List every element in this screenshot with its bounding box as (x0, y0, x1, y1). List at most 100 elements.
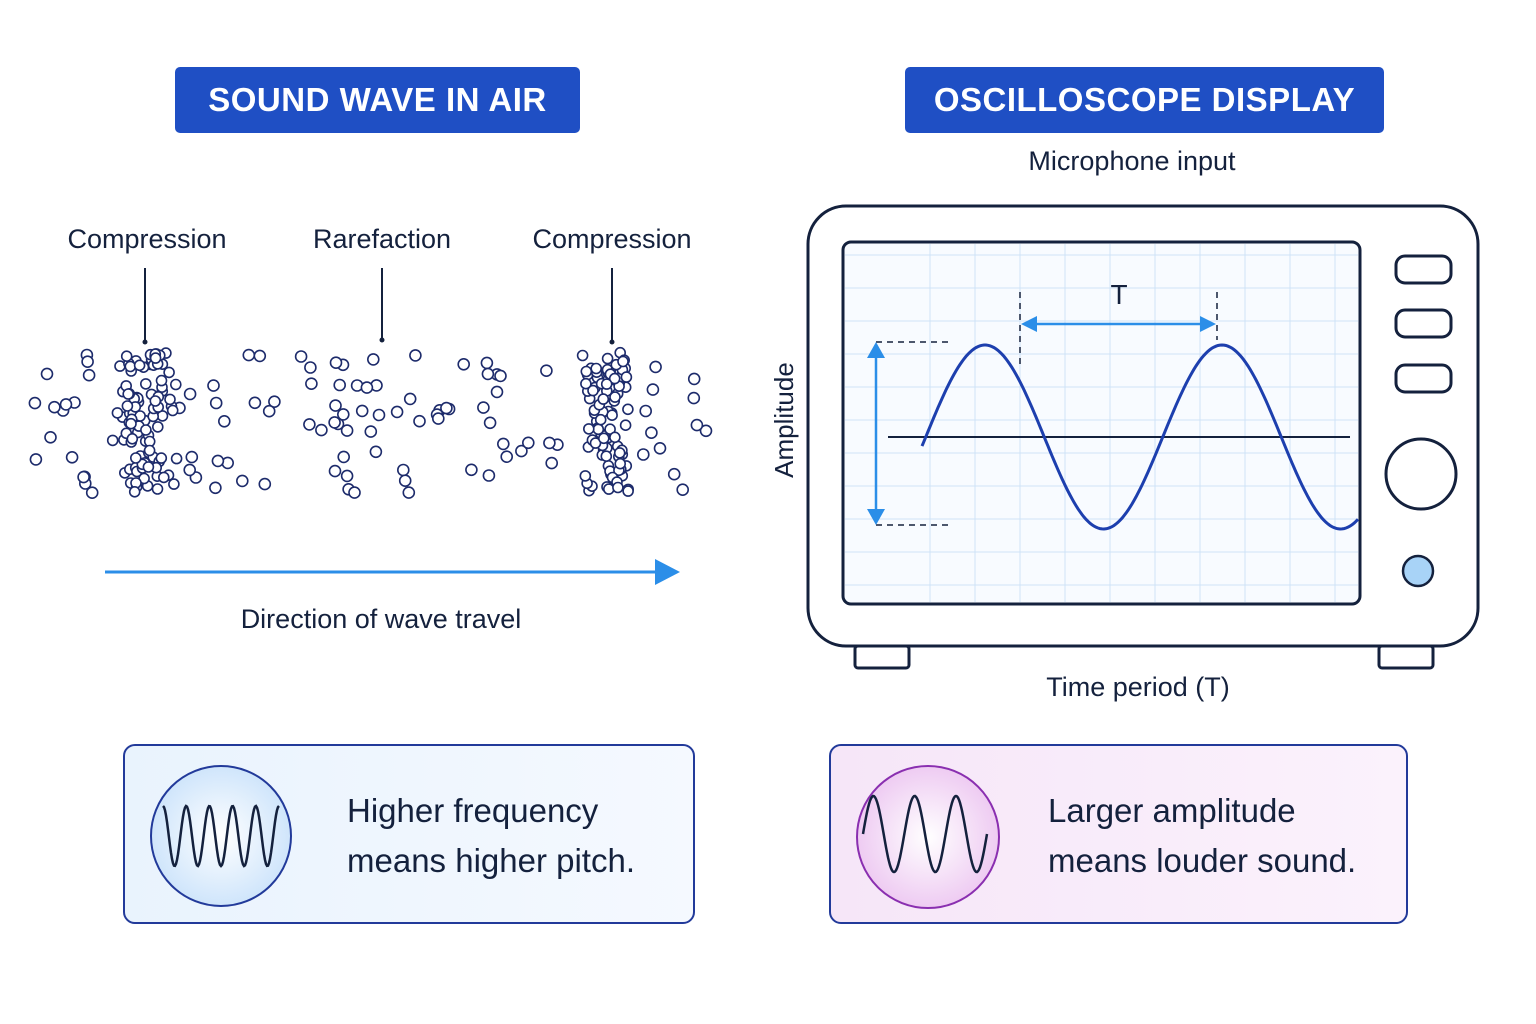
air-particle (336, 408, 350, 421)
air-particle (268, 395, 281, 409)
control-button-1[interactable] (1394, 254, 1453, 285)
compression-label-2: Compression (532, 224, 692, 254)
air-particle (403, 392, 417, 406)
air-particle (29, 453, 43, 466)
air-particle (431, 412, 445, 425)
air-particle (396, 463, 410, 477)
air-particle (687, 391, 701, 405)
air-particle (355, 404, 369, 418)
air-particle (366, 353, 380, 366)
air-particle (149, 352, 162, 364)
air-particle (253, 349, 267, 363)
air-particle (369, 445, 383, 459)
air-particle (329, 399, 342, 412)
air-particle (592, 423, 605, 436)
air-particle (597, 393, 610, 405)
air-particle (149, 395, 162, 407)
air-particle (258, 477, 272, 491)
air-particle (242, 348, 256, 362)
control-button-3[interactable] (1394, 363, 1453, 394)
air-particle (303, 418, 316, 431)
air-particle (589, 437, 602, 449)
air-particle (653, 441, 667, 455)
control-button-2[interactable] (1394, 308, 1453, 339)
air-particle (28, 396, 42, 410)
air-particle (521, 436, 535, 450)
air-particle (133, 359, 146, 372)
air-particle (158, 471, 170, 484)
amplitude-arrow-up (867, 342, 885, 358)
air-particle (262, 404, 276, 418)
air-particle (166, 404, 179, 417)
air-particle (168, 478, 180, 490)
air-particle (690, 418, 704, 432)
period-marker-label: T (1110, 279, 1127, 310)
amplitude-card-text: Larger amplitude means louder sound. (1048, 786, 1356, 886)
frequency-card-line-1: Higher frequency (347, 792, 599, 829)
period-arrow-left (1021, 316, 1037, 332)
air-particle (170, 378, 182, 391)
air-particle (170, 452, 183, 465)
air-particle (121, 400, 134, 412)
air-particle (152, 421, 164, 433)
large-amplitude-icon (856, 765, 1000, 909)
air-particle (106, 434, 119, 447)
oscilloscope-waveform (920, 343, 1360, 531)
air-particle (413, 414, 426, 428)
air-particle (617, 355, 629, 368)
air-particle (360, 381, 374, 394)
air-particle (587, 384, 599, 397)
compression-pointer-dot-1 (142, 339, 148, 345)
air-particle (482, 469, 496, 482)
air-particle (676, 483, 690, 497)
air-particle (440, 401, 453, 415)
air-particle (128, 485, 141, 498)
air-particle (480, 356, 494, 370)
air-particle (649, 360, 662, 374)
air-particle (120, 350, 133, 363)
air-particle (543, 436, 556, 450)
air-particle (48, 400, 61, 414)
air-particle (328, 464, 342, 478)
air-particle (609, 431, 621, 444)
air-particle (364, 425, 378, 438)
frequency-card-line-2: means higher pitch. (347, 842, 635, 879)
air-particle (601, 352, 614, 365)
air-particle (140, 424, 152, 436)
air-particle (40, 367, 54, 381)
air-particle (305, 377, 318, 391)
air-particle (590, 362, 603, 375)
compression-label-1: Compression (67, 224, 227, 254)
air-particle (602, 483, 615, 495)
air-particle (81, 355, 94, 369)
air-particle (111, 407, 124, 419)
air-particle (304, 361, 317, 374)
air-particle (646, 383, 660, 396)
air-particle (612, 481, 624, 494)
air-particle (457, 357, 471, 371)
air-particle (143, 444, 156, 457)
air-particle (594, 413, 607, 426)
air-particle (142, 461, 155, 473)
air-particle (580, 377, 592, 390)
air-particle (85, 486, 99, 500)
air-particle (500, 450, 514, 464)
high-frequency-icon (150, 765, 292, 907)
air-particle (218, 414, 231, 428)
rarefaction-label: Rarefaction (312, 224, 452, 254)
air-particle (236, 474, 249, 488)
air-particle (183, 463, 196, 477)
air-particle (483, 416, 497, 430)
microphone-input-label: Microphone input (1028, 146, 1236, 176)
amplitude-card-line-2: means louder sound. (1048, 842, 1357, 879)
amplitude-label: Amplitude (769, 362, 799, 478)
indicator-knob[interactable] (1401, 554, 1435, 588)
air-particle (687, 372, 701, 386)
air-particle (44, 430, 57, 444)
control-dial[interactable] (1384, 437, 1458, 511)
air-particle (185, 450, 199, 464)
air-particle (122, 388, 134, 400)
air-particle (402, 486, 416, 499)
air-particle (315, 423, 328, 437)
air-particle (540, 364, 553, 378)
